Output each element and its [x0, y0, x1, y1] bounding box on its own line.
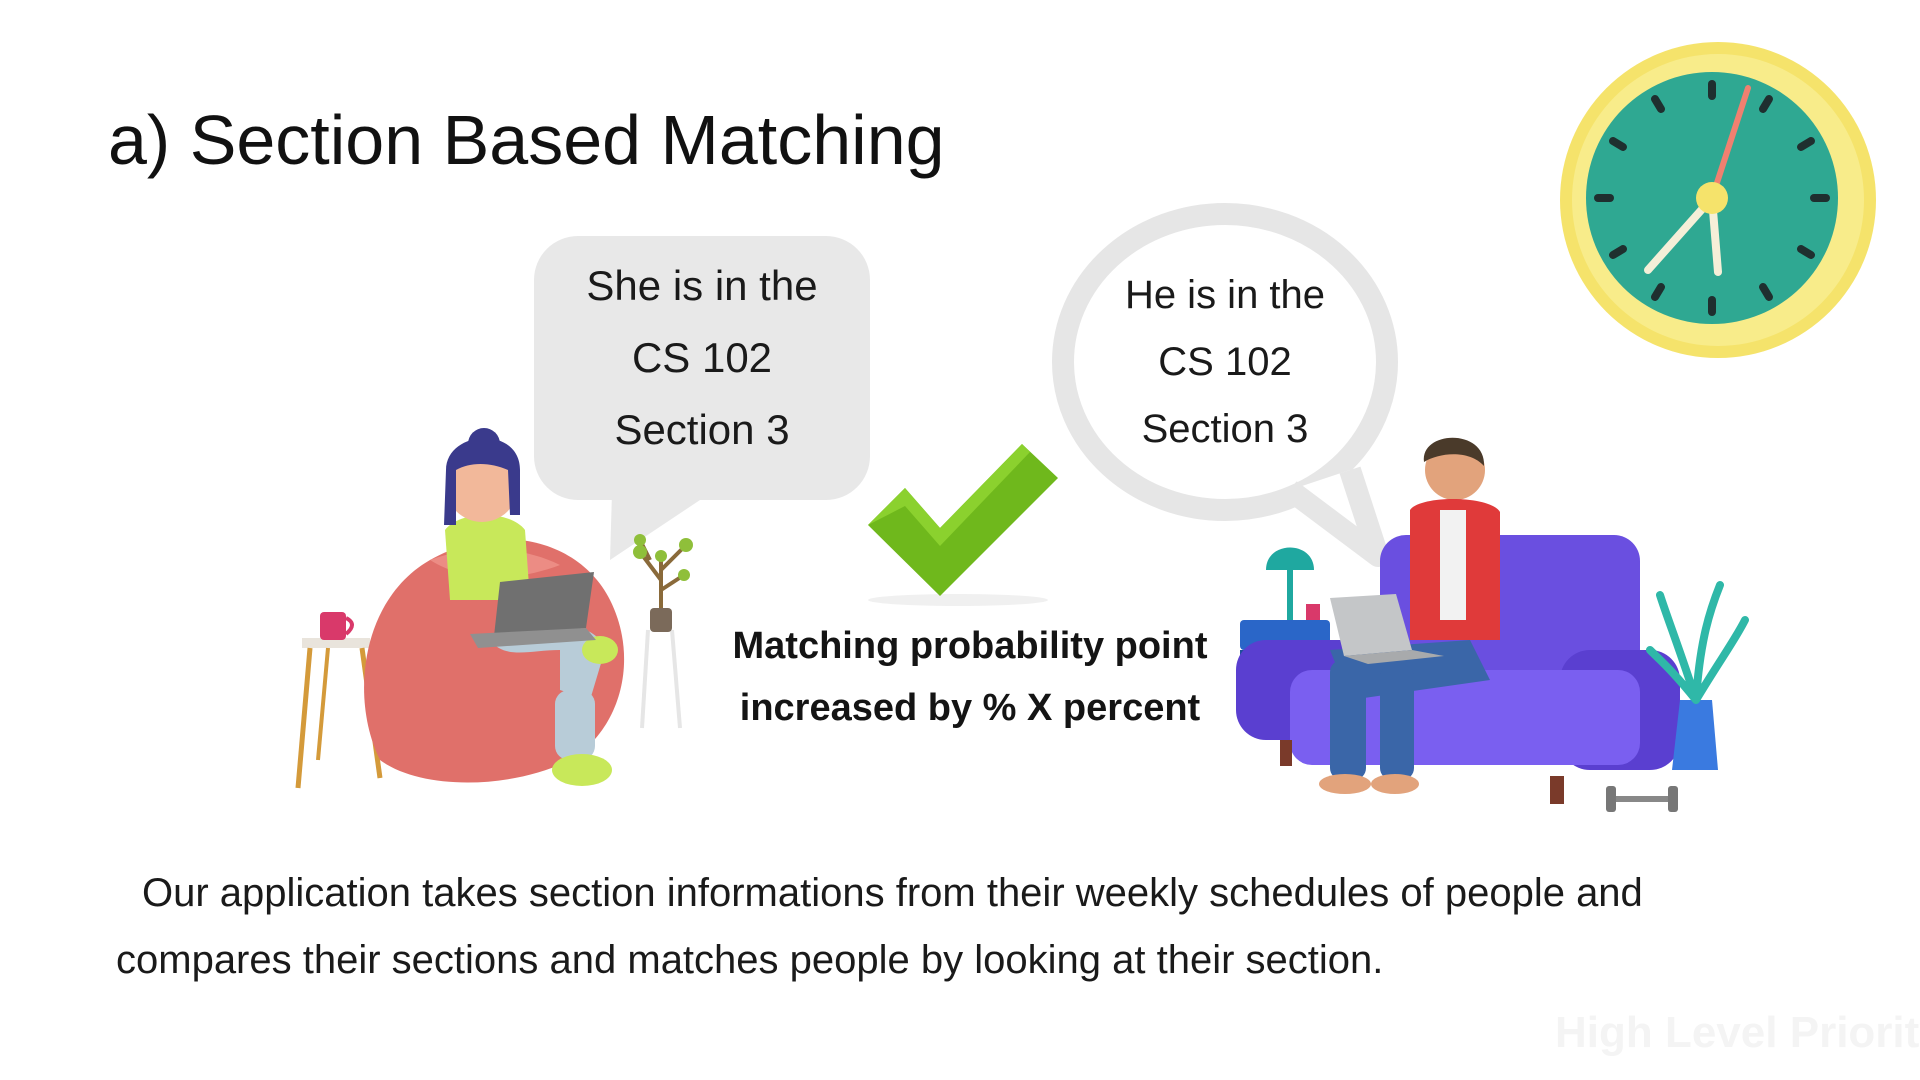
left-bubble-line: Section 3: [614, 406, 790, 453]
description-line: compares their sections and matches peop…: [116, 938, 1384, 982]
description-line: Our application takes section informatio…: [142, 871, 1643, 915]
match-caption: Matching probability point increased by …: [700, 615, 1240, 739]
girl-on-beanbag-illustration: [295, 428, 693, 789]
right-bubble-line: Section 3: [1141, 407, 1309, 451]
watermark: High Level Priority: [1555, 1008, 1920, 1057]
right-bubble-line: CS 102: [1158, 340, 1292, 384]
match-caption-line: increased by % X percent: [739, 687, 1201, 729]
description: Our application takes section informatio…: [116, 860, 1643, 994]
checkmark-icon: [868, 444, 1058, 606]
right-bubble-text: He is in the CS 102 Section 3: [1075, 262, 1375, 463]
clock-icon: [1560, 42, 1876, 358]
match-caption-line: Matching probability point: [732, 625, 1208, 667]
left-bubble-text: She is in the CS 102 Section 3: [534, 250, 870, 466]
right-speech-bubble: [1052, 203, 1398, 567]
right-bubble-line: He is in the: [1124, 273, 1326, 317]
left-bubble-line: She is in the: [586, 262, 818, 309]
boy-on-sofa-illustration: [1236, 437, 1749, 812]
left-bubble-line: CS 102: [631, 334, 773, 381]
slide-title: a) Section Based Matching: [108, 101, 945, 179]
